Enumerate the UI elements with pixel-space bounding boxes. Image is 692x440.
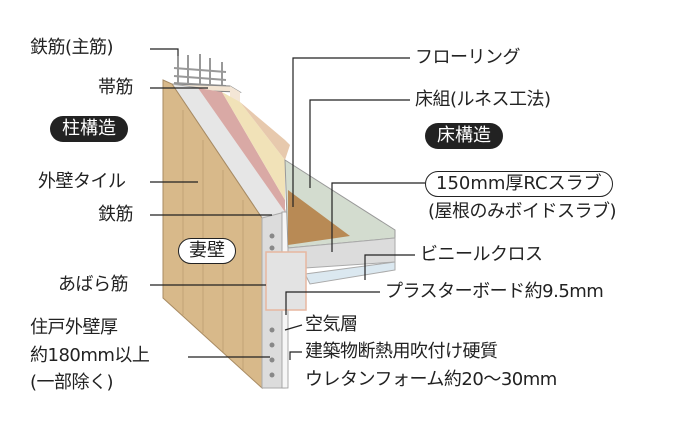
rebar-dots — [269, 233, 275, 378]
label-main-rebar: 鉄筋(主筋) — [30, 37, 114, 58]
label-floor-frame: 床組(ルネス工法) — [415, 89, 551, 110]
label-hoop: 帯筋 — [98, 77, 134, 98]
slab-badge: 150mm厚RCスラブ — [425, 171, 613, 197]
column-structure-badge: 柱構造 — [50, 116, 128, 142]
gable-wall-badge: 妻壁 — [178, 238, 236, 264]
label-exterior-tile: 外壁タイル — [38, 171, 126, 192]
leader-lines — [150, 48, 425, 360]
label-wall-thickness-1: 住戸外壁厚 — [30, 317, 118, 338]
label-flooring: フローリング — [415, 47, 521, 68]
label-stirrup: あばら筋 — [58, 274, 129, 295]
label-wall-thickness-3: (一部除く) — [30, 372, 114, 393]
label-insulation-2: ウレタンフォーム約20〜30mm — [305, 369, 557, 390]
label-plasterboard: プラスターボード約9.5mm — [385, 281, 604, 302]
label-vinyl-cloth: ビニールクロス — [420, 244, 543, 265]
label-insulation-1: 建築物断熱用吹付け硬質 — [305, 341, 498, 362]
label-slab-note: (屋根のみボイドスラブ) — [428, 201, 617, 222]
label-rebar: 鉄筋 — [98, 204, 134, 225]
flooring-wood — [288, 190, 350, 245]
floor-structure-badge: 床構造 — [425, 123, 503, 149]
pink-layer — [198, 88, 285, 212]
yellow-layer — [222, 92, 285, 200]
interior-board — [240, 102, 290, 160]
label-air-layer: 空気層 — [305, 314, 358, 335]
label-wall-thickness-2: 約180mm以上 — [30, 345, 150, 366]
column-rebar-cage — [173, 54, 227, 92]
